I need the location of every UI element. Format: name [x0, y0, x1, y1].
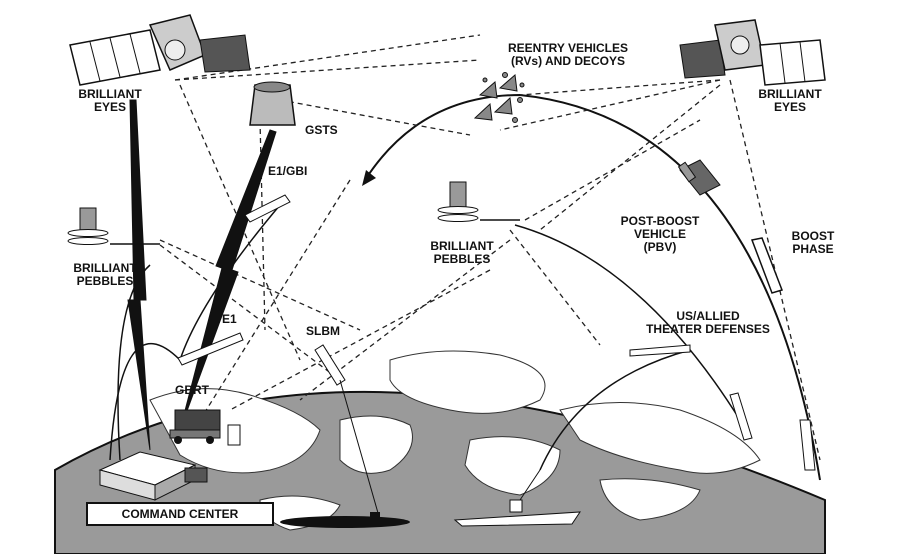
brilliant-eyes-left-satellite [69, 14, 251, 86]
brilliant-pebbles-center [437, 181, 520, 222]
ship [453, 469, 581, 527]
brilliant-pebbles-left [67, 207, 160, 245]
gbrt-radar [169, 409, 241, 446]
bp-trajectory-center [514, 224, 741, 421]
slbm-missile [314, 344, 381, 521]
post-boost-vehicle [677, 159, 721, 196]
comm-link-left [127, 99, 151, 451]
gsts-sensor [249, 81, 296, 126]
gbrt-trajectory [109, 342, 181, 461]
brilliant-eyes-right-satellite [679, 19, 826, 86]
trajectory-arrowhead [362, 170, 376, 186]
label-gsts: GSTS [305, 123, 338, 137]
submarine [280, 512, 410, 528]
e1-gbi-interceptor [244, 194, 291, 223]
command-center-label: COMMAND CENTER [86, 502, 274, 526]
command-center-building [98, 451, 208, 501]
label-slbm: SLBM [306, 324, 340, 338]
e1-interceptor [177, 332, 244, 366]
label-e1-gbi: E1/GBI [268, 164, 308, 178]
reentry-vehicles [473, 72, 525, 123]
boost-missile [750, 237, 783, 294]
icbm-trajectory [364, 93, 821, 481]
descending-rvs [729, 392, 816, 471]
e1-trajectory [179, 204, 281, 361]
theater-trajectory [539, 349, 691, 471]
theater-interceptor [629, 344, 691, 357]
label-gbrt: GBRT [175, 383, 209, 397]
sensor-links [159, 34, 821, 461]
trajectories [109, 93, 821, 481]
label-e1: E1 [222, 312, 237, 326]
label-reentry: REENTRY VEHICLES(RVs) AND DECOYS [507, 41, 629, 68]
